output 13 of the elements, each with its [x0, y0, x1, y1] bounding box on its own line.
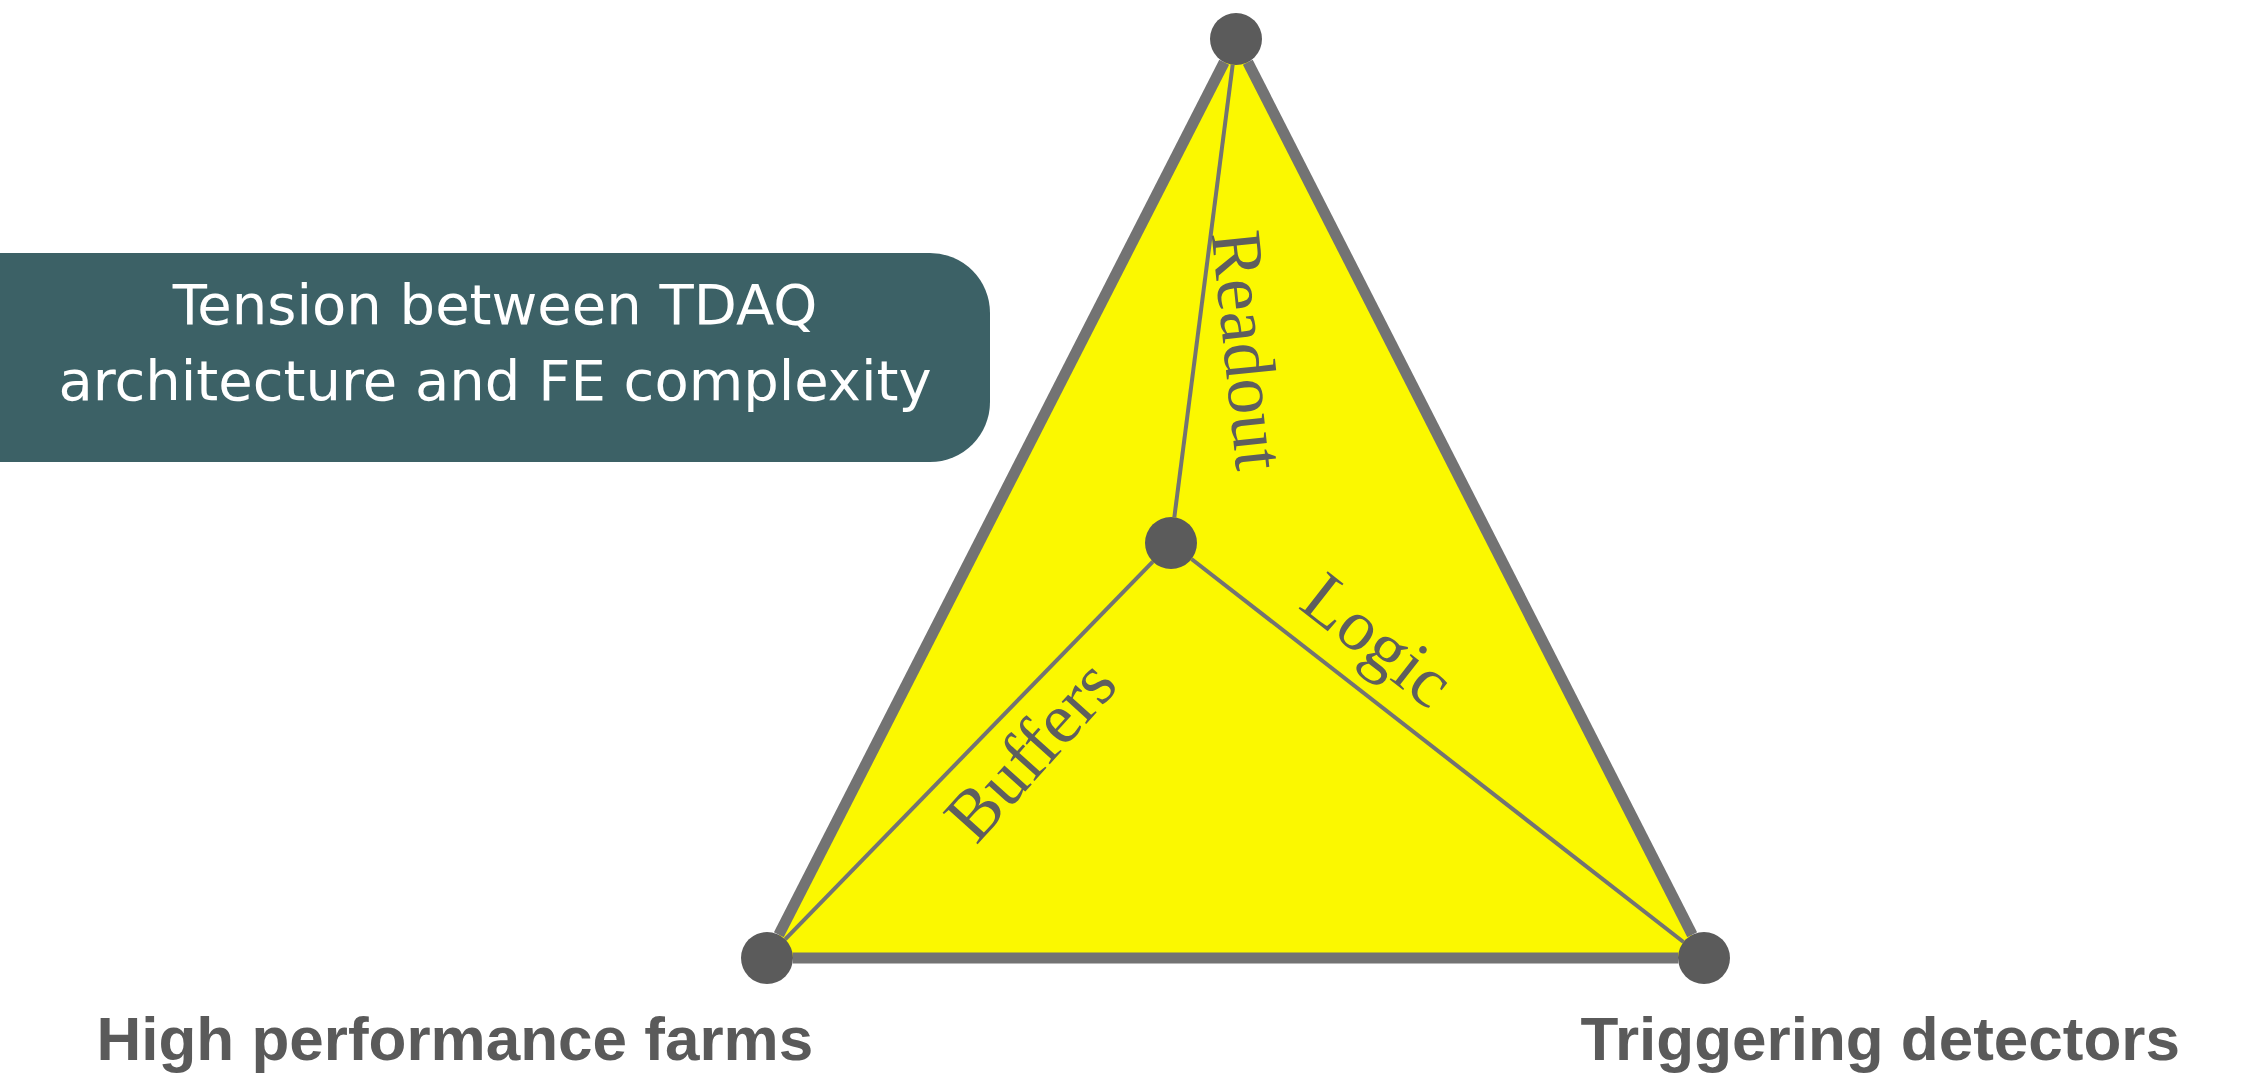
connector-line	[1172, 64, 1235, 518]
connector-line	[1190, 557, 1685, 944]
connector-line	[793, 952, 1678, 964]
title-banner: Tension between TDAQ architecture and FE complexity	[0, 253, 990, 462]
vertex-dot	[1678, 932, 1730, 984]
connector-line	[1242, 59, 1698, 938]
edge-label: Readout	[1199, 226, 1297, 474]
vertex-label: Triggering detectors	[1580, 1002, 2180, 1074]
connector-line	[783, 560, 1155, 941]
vertex-dot	[1210, 13, 1262, 65]
vertex-label: High performance farms	[96, 1002, 814, 1074]
vertex-dot	[741, 932, 793, 984]
connector-line	[773, 59, 1230, 938]
